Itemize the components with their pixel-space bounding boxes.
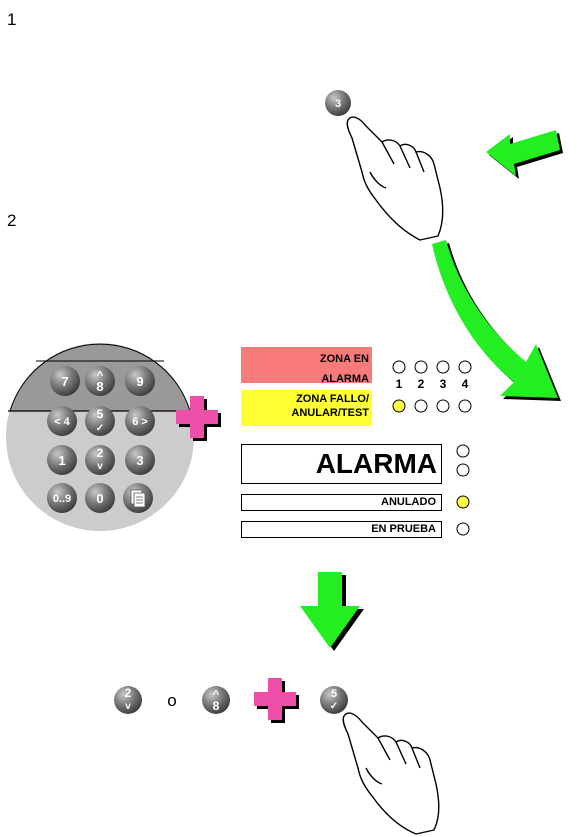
anulado-label: ANULADO (241, 494, 442, 511)
zone-alarm-label: ZONA EN ALARMA (241, 347, 372, 385)
anulado-text: ANULADO (381, 496, 436, 508)
zone-fault-line1: ZONA FALLO/ (296, 393, 369, 405)
svg-text:3: 3 (335, 98, 341, 110)
key-0-9[interactable]: 0..9 (47, 483, 77, 513)
zone-number-3: 3 (439, 377, 447, 391)
key-0[interactable]: 0 (85, 483, 115, 513)
alarma-leds (456, 444, 470, 477)
svg-text:8: 8 (96, 379, 103, 394)
svg-text:5: 5 (97, 407, 104, 421)
zone-alarm-line2: ALARMA (321, 373, 369, 385)
down-arrow-icon (300, 572, 364, 651)
step-number-2: 2 (7, 211, 17, 230)
en-prueba-text: EN PRUEBA (371, 523, 436, 535)
pointing-hand-icon (346, 116, 444, 241)
alarma-text: ALARMA (315, 448, 437, 479)
svg-text:2: 2 (125, 686, 132, 700)
svg-text:3: 3 (136, 453, 143, 468)
svg-text:7: 7 (61, 374, 68, 389)
notepad-icon (130, 489, 146, 508)
anulado-led (456, 495, 470, 509)
key-8-up[interactable]: ^ 8 (85, 366, 115, 396)
bottom-pointing-hand-icon (342, 712, 440, 835)
key-2-down[interactable]: 2 v (85, 445, 115, 475)
or-text: o (167, 691, 176, 710)
svg-text:9: 9 (136, 374, 143, 389)
green-arrow-icon (486, 130, 563, 179)
svg-text:✓: ✓ (96, 423, 104, 434)
zone-alarm-leds (392, 360, 472, 374)
key-3[interactable]: 3 (125, 445, 155, 475)
bottom-plus-icon (254, 678, 299, 723)
key-6-right[interactable]: 6 > (125, 406, 155, 436)
svg-text:< 4: < 4 (54, 416, 70, 428)
zone-number-4: 4 (461, 377, 469, 391)
zone-numbers: 1 2 3 4 (390, 377, 474, 391)
svg-text:6 >: 6 > (132, 416, 148, 428)
svg-text:v: v (97, 461, 103, 472)
key-1[interactable]: 1 (47, 445, 77, 475)
en-prueba-label: EN PRUEBA (241, 521, 442, 538)
zone-number-1: 1 (395, 377, 403, 391)
svg-text:^: ^ (97, 370, 104, 382)
key-5-check[interactable]: 5 ✓ (85, 406, 115, 436)
zone-alarm-line1: ZONA EN (319, 353, 369, 365)
svg-text:✓: ✓ (330, 701, 338, 712)
zone-number-2: 2 (417, 377, 425, 391)
key-9[interactable]: 9 (125, 366, 155, 396)
svg-text:1: 1 (58, 453, 65, 468)
key-4-left[interactable]: < 4 (47, 406, 77, 436)
zone-fault-label: ZONA FALLO/ ANULAR/TEST (241, 390, 372, 426)
svg-text:2: 2 (97, 446, 104, 460)
key-notepad[interactable] (123, 483, 153, 513)
step-number-1: 1 (7, 10, 17, 29)
zone-fault-leds (392, 399, 472, 413)
svg-text:5: 5 (331, 688, 337, 700)
key-3-top[interactable]: 3 (325, 90, 351, 116)
svg-text:v: v (125, 701, 131, 712)
curved-green-arrow-icon (432, 240, 561, 401)
zone-fault-line2: ANULAR/TEST (291, 407, 369, 419)
svg-text:^: ^ (213, 689, 220, 701)
plus-icon (176, 396, 221, 441)
svg-text:8: 8 (213, 699, 220, 713)
bottom-key-2-down[interactable]: 2 v (114, 686, 142, 714)
alarma-label: ALARMA (241, 444, 442, 484)
key-7[interactable]: 7 (50, 366, 80, 396)
bottom-key-8-up[interactable]: ^ 8 (202, 686, 230, 714)
en-prueba-led (456, 522, 470, 536)
bottom-key-5-check[interactable]: 5 ✓ (320, 686, 348, 714)
svg-text:0..9: 0..9 (53, 493, 71, 505)
svg-text:0: 0 (96, 491, 103, 506)
